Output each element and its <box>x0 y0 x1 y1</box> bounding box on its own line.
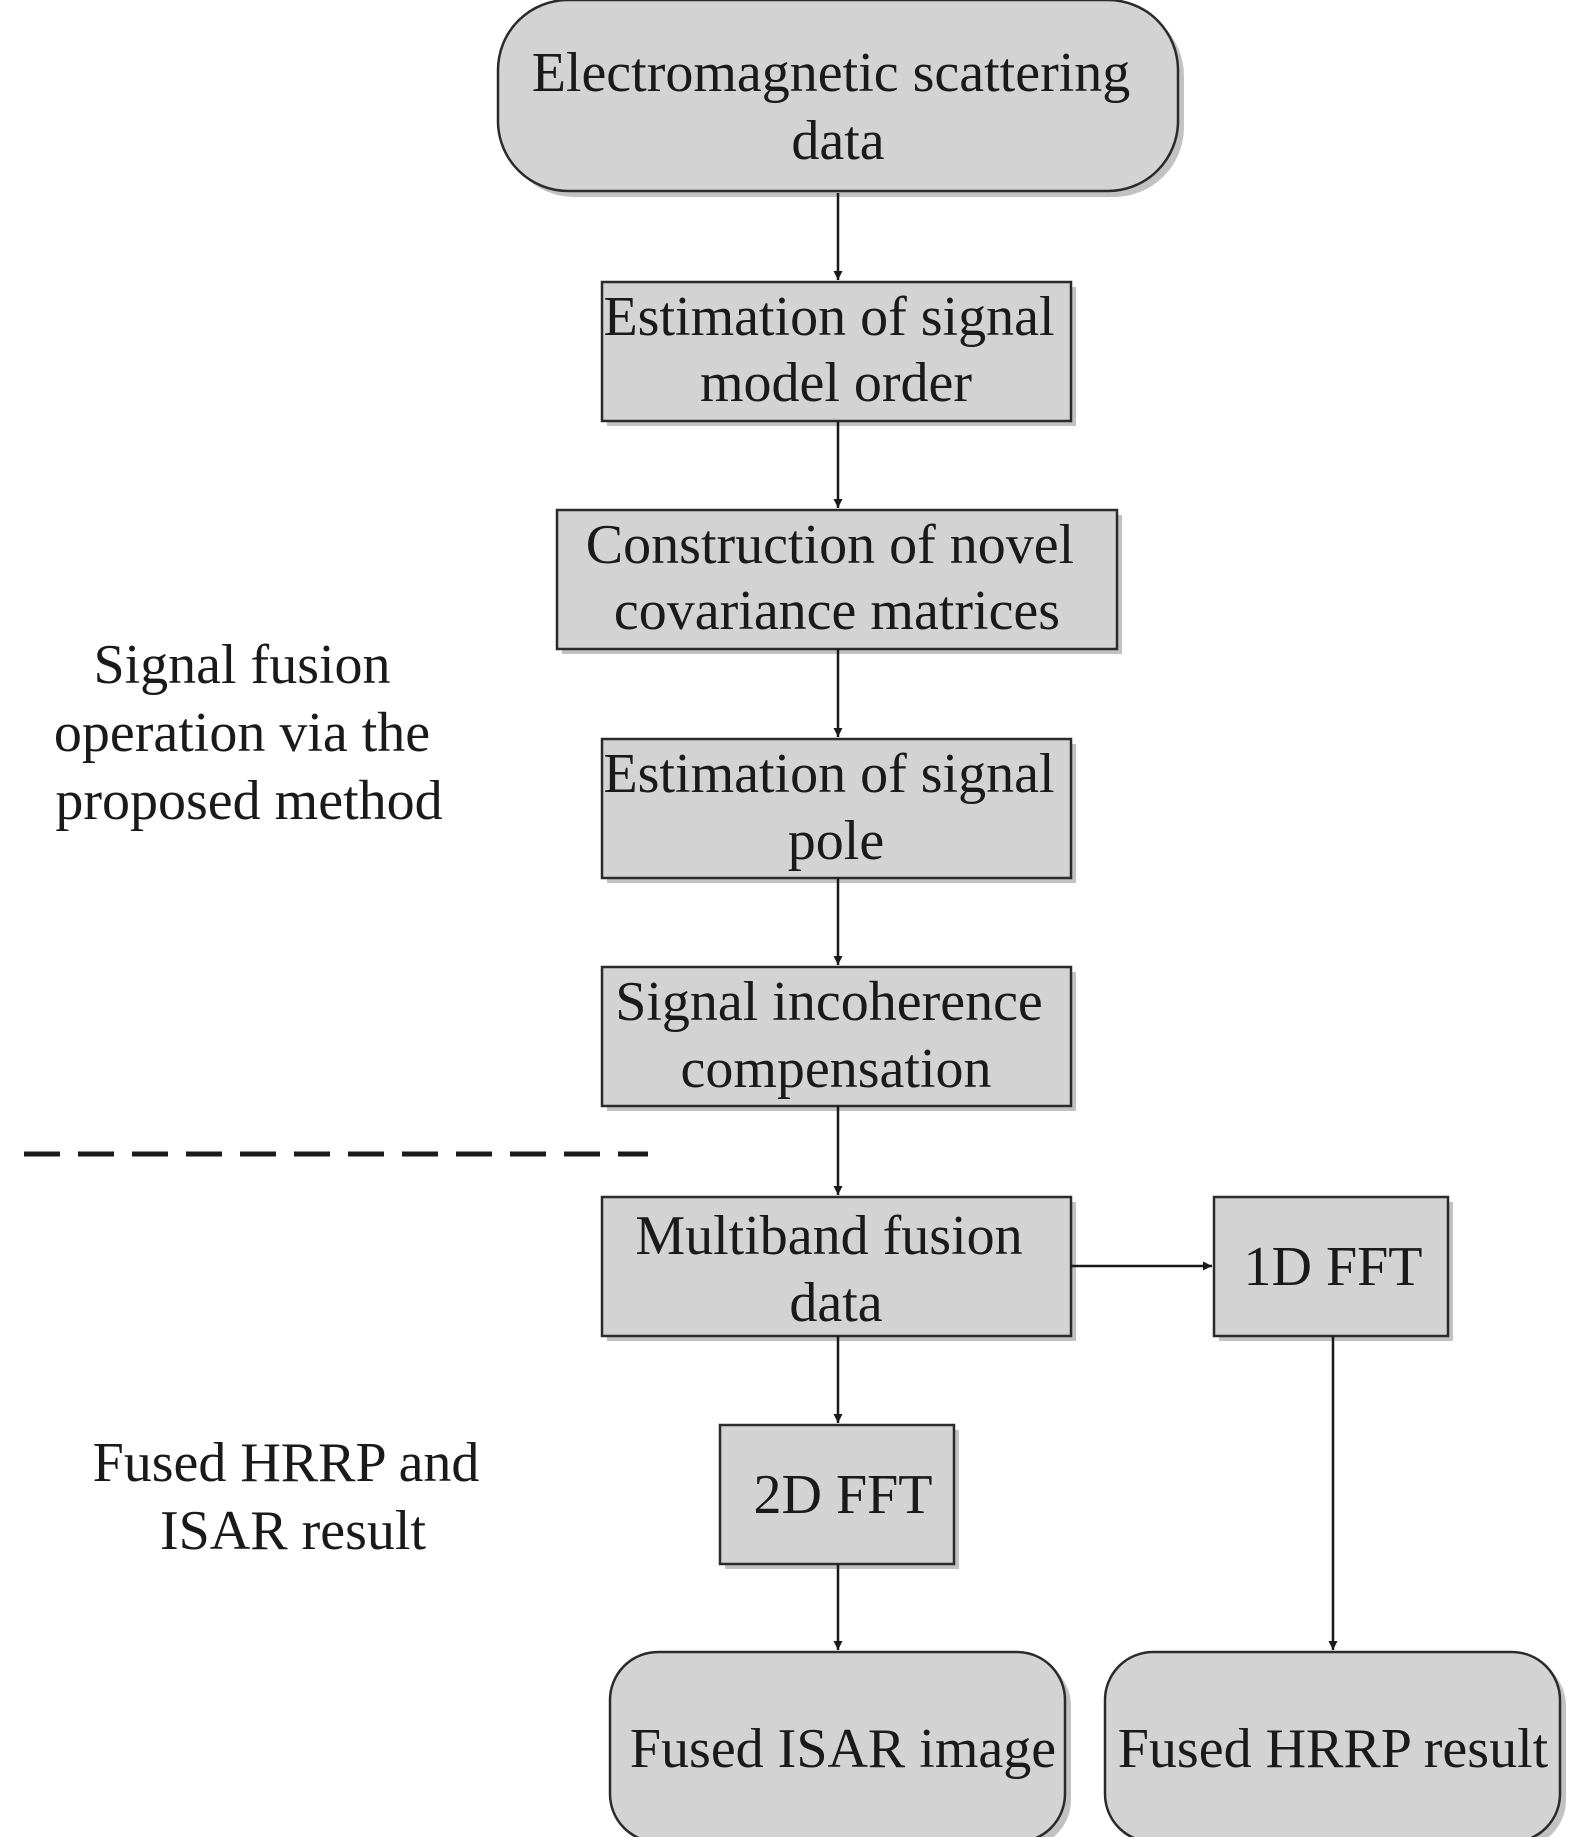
node-em-data-line-1: Electromagnetic scattering <box>532 42 1131 104</box>
node-em-data-line-2: data <box>791 110 884 172</box>
node-covariance-line-1: Construction of novel <box>586 514 1074 576</box>
node-fusion-data-line-1: Multiband fusion <box>635 1205 1022 1267</box>
node-incoherence-compensation: Signal incoherence compensation <box>600 965 1076 1111</box>
node-model-order-line-1: Estimation of signal <box>603 286 1054 348</box>
side-label-fused-result-line-2: ISAR result <box>160 1500 426 1562</box>
side-label-signal-fusion-line-1: Signal fusion <box>93 634 390 696</box>
node-construction-covariance: Construction of novel covariance matrice… <box>555 508 1122 654</box>
node-estimation-pole: Estimation of signal pole <box>600 737 1076 883</box>
node-pole-line-1: Estimation of signal <box>603 743 1054 805</box>
svg-text:Estimation of signal mod: Estimation of signal model order <box>603 286 1068 414</box>
node-2d-fft: 2D FFT <box>718 1423 959 1569</box>
svg-text:Construction of novel co: Construction of novel covariance matrice… <box>586 514 1088 642</box>
node-estimation-model-order: Estimation of signal model order <box>600 280 1076 426</box>
side-label-signal-fusion-line-2: operation via the <box>54 702 430 764</box>
svg-text:Electromagnetic scattering: Electromagnetic scattering data <box>532 42 1145 172</box>
node-covariance-line-2: covariance matrices <box>614 580 1060 642</box>
node-fusion-data-line-2: data <box>789 1272 882 1334</box>
node-fused-hrrp-result: Fused HRRP result <box>1103 1650 1566 1837</box>
node-1d-fft: 1D FFT <box>1212 1195 1453 1341</box>
side-label-signal-fusion-line-3: proposed method <box>55 770 442 832</box>
node-electromagnetic-scattering-data: Electromagnetic scattering data <box>496 0 1184 197</box>
node-model-order-line-2: model order <box>700 352 972 414</box>
node-fused-isar-image: Fused ISAR image <box>608 1650 1071 1837</box>
side-label-signal-fusion: Signal fusion operation via the proposed… <box>54 634 444 832</box>
node-1d-fft-label: 1D FFT <box>1244 1236 1423 1298</box>
node-incoherence-line-1: Signal incoherence <box>615 971 1043 1033</box>
svg-text:Estimation of signal pol: Estimation of signal pole <box>603 743 1068 872</box>
svg-text:Signal incoherence compe: Signal incoherence compensation <box>615 971 1057 1100</box>
node-pole-line-2: pole <box>788 810 884 872</box>
node-2d-fft-label: 2D FFT <box>754 1464 933 1526</box>
svg-text:Multiband fusion data: Multiband fusion data <box>635 1205 1036 1334</box>
side-label-fused-result: Fused HRRP and ISAR result <box>93 1432 494 1562</box>
side-label-fused-result-line-1: Fused HRRP and <box>93 1432 480 1494</box>
node-hrrp-result-label: Fused HRRP result <box>1118 1718 1549 1780</box>
node-multiband-fusion-data: Multiband fusion data <box>600 1195 1076 1341</box>
node-isar-image-label: Fused ISAR image <box>630 1718 1056 1780</box>
node-incoherence-line-2: compensation <box>680 1038 991 1100</box>
